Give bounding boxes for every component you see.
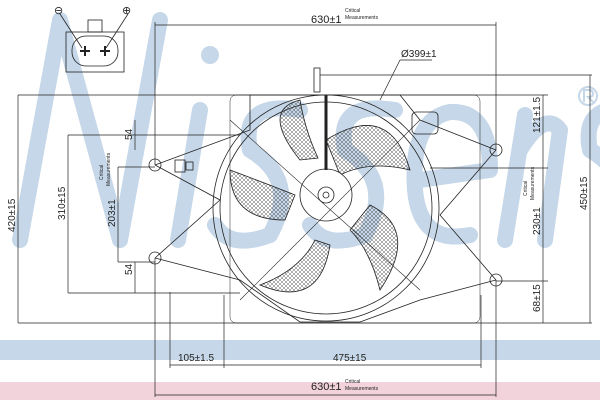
diameter-label: Ø399±1 [401, 49, 437, 60]
critical-label: Critical [345, 8, 360, 14]
critical-label: Critical [523, 181, 529, 196]
critical-label: Measurements [345, 15, 379, 21]
watermark-band-pink [0, 382, 600, 400]
mount-height-label: 310±15 [57, 186, 68, 220]
critical-label: Critical [99, 165, 105, 180]
critical-label: Measurements [345, 386, 379, 392]
critical-label: Measurements [530, 166, 536, 200]
top-width-label: 630±1 [311, 14, 342, 26]
right-height-label: 450±15 [579, 176, 590, 210]
dimension-lines [17, 22, 592, 397]
critical-label: Measurements [106, 152, 112, 186]
bottom-left-label: 105±1.5 [178, 353, 215, 364]
inner-mount-label: 203±1 [107, 199, 118, 227]
negative-terminal: ⊖ [54, 5, 63, 17]
right-top-label: 121±1.5 [532, 96, 543, 133]
dimension-labels: 630±1 Critical Measurements Ø399±1 630±1… [7, 8, 590, 393]
positive-terminal: ⊕ [122, 5, 131, 17]
fan-blades [229, 99, 411, 293]
bottom-mid-label: 475±15 [333, 353, 367, 364]
offset-top-label: 54 [124, 128, 135, 140]
fan-hub [229, 95, 421, 301]
right-bottom-label: 68±15 [532, 284, 543, 312]
offset-bottom-label: 54 [124, 263, 135, 275]
watermark-band-blue [0, 340, 600, 360]
connector-icon: ⊖ ⊕ [54, 5, 131, 73]
critical-label: Critical [345, 379, 360, 385]
left-height-label: 420±15 [7, 198, 18, 232]
bottom-width-label: 630±1 [311, 381, 342, 393]
right-mid-label: 230±1 [532, 207, 543, 235]
